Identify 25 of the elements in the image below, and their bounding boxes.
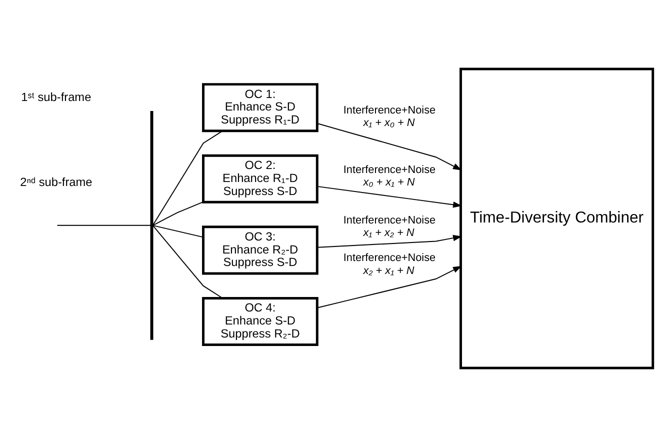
edge-label: x₂ + x₁ + N — [363, 264, 414, 276]
edge-label: x₁ + x₀ + N — [363, 116, 415, 129]
arrow — [316, 185, 462, 208]
label: Interference+Noise — [343, 163, 436, 176]
node-box: Time-Diversity Combiner — [460, 67, 654, 369]
arrow — [316, 122, 462, 170]
connector — [56, 224, 152, 226]
label: 2ⁿᵈ sub-frame — [20, 174, 92, 188]
node-bar — [150, 110, 154, 340]
arrow — [316, 265, 462, 308]
arrow — [316, 234, 462, 248]
label: Interference+Noise — [343, 214, 436, 226]
label: Interference+Noise — [343, 251, 436, 264]
node-box: OC 2: Enhance R₁-D Suppress S-D — [202, 154, 318, 203]
connector — [152, 224, 223, 298]
label: 1ˢᵗ sub-frame — [21, 89, 92, 104]
connector — [152, 224, 204, 238]
connector — [152, 130, 223, 226]
node-box: OC 3: Enhance R₂-D Suppress S-D — [202, 225, 318, 274]
node-box: OC 4: Enhance S-D Suppress R₂-D — [202, 296, 318, 346]
label: Interference+Noise — [343, 104, 436, 116]
node-box: OC 1: Enhance S-D Suppress R₁-D — [202, 82, 318, 132]
edge-label: x₀ + x₁ + N — [363, 176, 415, 188]
connector — [152, 201, 204, 226]
edge-label: x₁ + x₂ + N — [363, 226, 414, 239]
